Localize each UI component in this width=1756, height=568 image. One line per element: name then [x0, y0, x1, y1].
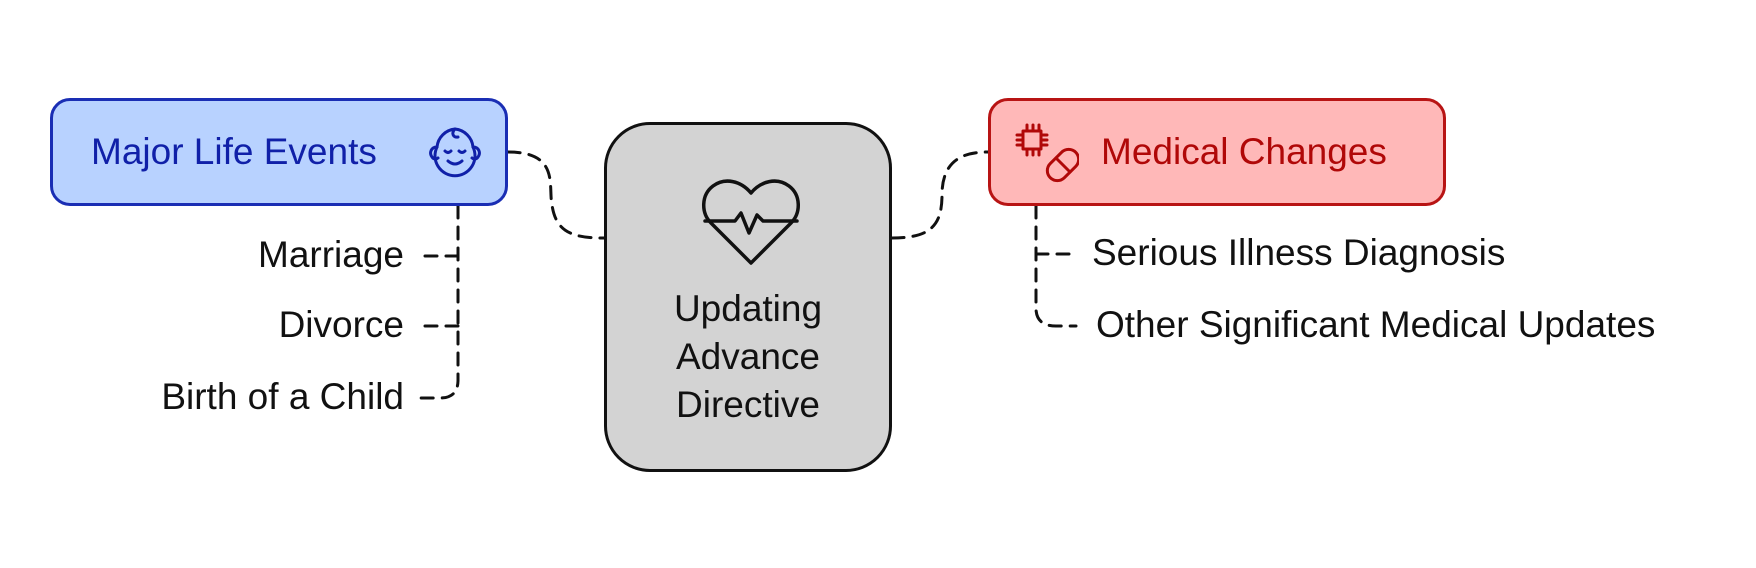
center-title-line-1: Updating: [673, 288, 823, 329]
major-life-events-node[interactable]: Major Life Events: [50, 98, 508, 206]
connector-center-to-right: [890, 150, 990, 240]
branch-item-marriage: Marriage: [258, 234, 404, 275]
center-title-line-3: Directive: [676, 384, 820, 425]
connector-left-to-center: [506, 150, 606, 240]
center-title: Updating Advance Directive: [607, 285, 889, 429]
center-title-line-2: Advance: [676, 336, 820, 377]
branch-item-serious-illness: Serious Illness Diagnosis: [1092, 232, 1506, 273]
updating-advance-directive-node[interactable]: Updating Advance Directive: [604, 122, 892, 472]
branch-item-other-medical-updates: Other Significant Medical Updates: [1096, 304, 1656, 345]
major-life-events-title: Major Life Events: [91, 131, 377, 172]
connector-right-spine: [1034, 204, 1078, 328]
branch-item-birth-of-child: Birth of a Child: [161, 376, 404, 417]
connector-left-spine: [418, 204, 460, 400]
baby-face-icon: [429, 127, 481, 178]
heart-pulse-icon: [702, 179, 800, 265]
medical-changes-node[interactable]: Medical Changes: [988, 98, 1446, 206]
medical-changes-title: Medical Changes: [1101, 131, 1387, 172]
chip-pill-icon: [1015, 123, 1079, 183]
branch-item-divorce: Divorce: [278, 304, 404, 345]
